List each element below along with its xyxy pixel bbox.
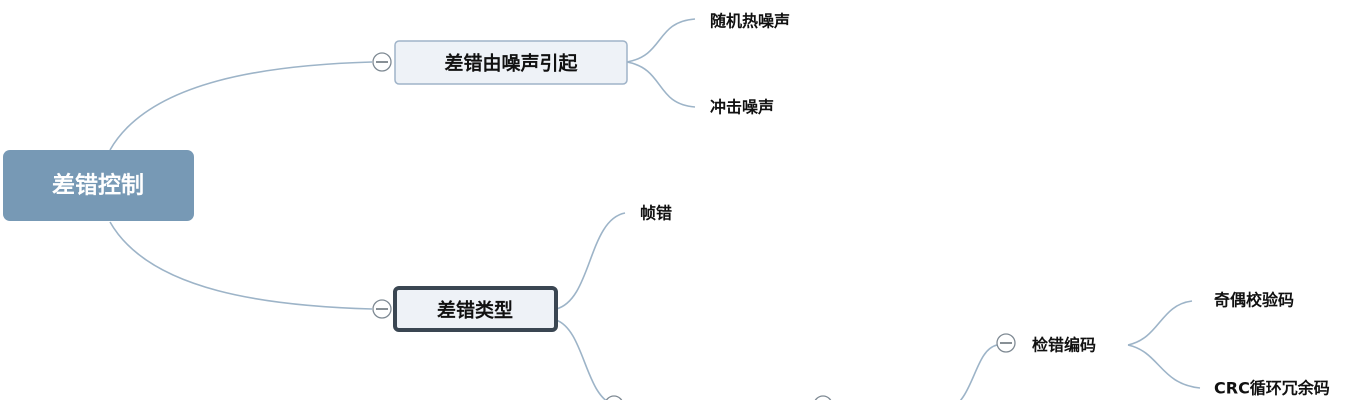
connector-types-to-lower-branch: [555, 319, 607, 400]
connector-types-to-frame-error: [555, 212, 626, 310]
collapse-toggle-error-types[interactable]: [372, 299, 392, 319]
collapse-toggle-detect-code[interactable]: [996, 333, 1016, 353]
root-node-label: 差错控制: [52, 172, 144, 199]
topic-error-types-label: 差错类型: [437, 299, 513, 322]
collapse-toggle-noise-cause[interactable]: [372, 52, 392, 72]
connector-noise-to-impulse: [626, 61, 696, 108]
connector-detect-to-parity: [1127, 300, 1193, 346]
collapse-circle-icon: [605, 395, 623, 400]
root-node-box: [3, 150, 194, 221]
connector-root-to-error-types: [109, 221, 373, 310]
leaf-frame-error[interactable]: 帧错: [640, 204, 672, 223]
leaf-impulse-noise[interactable]: 冲击噪声: [710, 98, 774, 117]
connector-detect-to-crc: [1127, 344, 1201, 389]
connector-root-to-noise-cause: [109, 61, 373, 151]
leaf-parity-check-code[interactable]: 奇偶校验码: [1214, 291, 1294, 310]
topic-error-types-box: [393, 286, 558, 332]
collapse-toggle-lower-subbranch[interactable]: [814, 395, 832, 400]
topic-noise-cause-label: 差错由噪声引起: [444, 52, 578, 75]
topic-error-types[interactable]: 差错类型: [393, 286, 558, 332]
connector-lower-to-detect-code: [959, 344, 998, 400]
root-node[interactable]: 差错控制: [3, 150, 194, 221]
topic-error-detection-code[interactable]: 检错编码: [1032, 336, 1096, 355]
leaf-crc-code[interactable]: CRC循环冗余码: [1214, 379, 1330, 398]
collapse-toggle-lower-branch[interactable]: [605, 395, 623, 400]
topic-noise-cause-box: [394, 40, 628, 85]
leaf-random-thermal-noise[interactable]: 随机热噪声: [710, 12, 790, 31]
connectors: [109, 18, 1201, 400]
topic-noise-cause[interactable]: 差错由噪声引起: [394, 40, 628, 85]
collapse-circle-icon: [814, 395, 832, 400]
connector-noise-to-random-thermal: [626, 18, 696, 63]
